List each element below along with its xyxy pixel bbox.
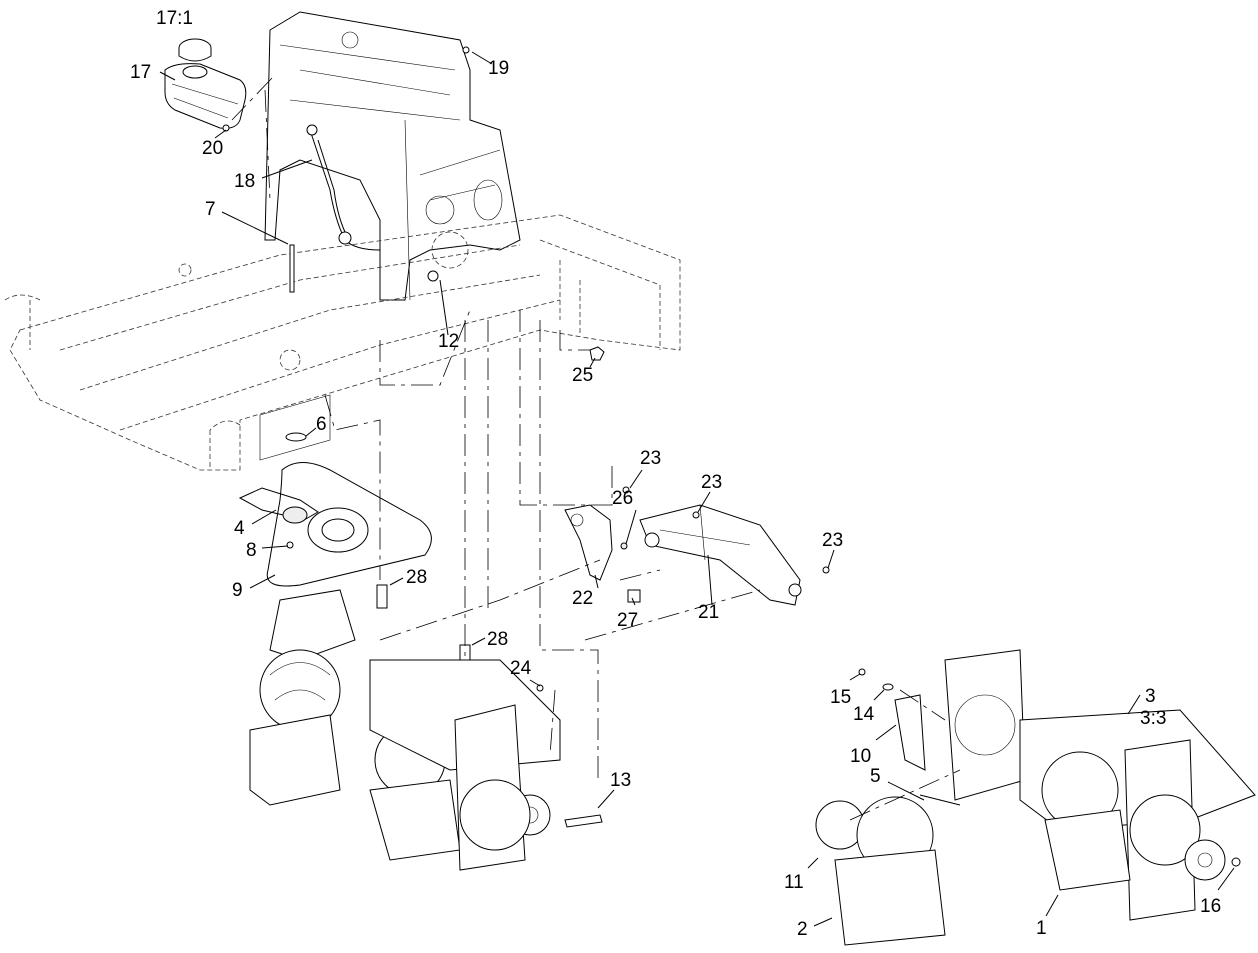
- transmission-pump-2: [815, 796, 946, 946]
- callout-22: 22: [572, 588, 593, 609]
- callout-19: 19: [488, 58, 509, 79]
- screw-23a: [622, 486, 630, 494]
- callout-14: 14: [853, 704, 875, 725]
- callout-4: 4: [234, 518, 245, 539]
- bolt-7: [289, 244, 295, 293]
- nut-27: [627, 589, 641, 603]
- callout-11: 11: [784, 872, 804, 893]
- pump-bracket: [564, 504, 613, 581]
- leader-lines: [159, 51, 1235, 927]
- chassis-frame: [4, 214, 681, 471]
- fitting-28a: [376, 584, 388, 609]
- callout-3: 3: [1145, 686, 1156, 707]
- callout-labels: 17:1 17 19 20 18 7 12 25 6 4 8 9 28 28 2…: [130, 8, 1221, 940]
- seat-support-tower: [264, 11, 521, 301]
- screw-19: [462, 46, 470, 54]
- bracket-10: [894, 694, 926, 771]
- callout-6: 6: [316, 414, 327, 435]
- fastener-24: [536, 684, 544, 692]
- washer-6: [285, 432, 307, 442]
- washer-14: [882, 683, 894, 691]
- callout-12: 12: [438, 331, 459, 352]
- callout-23a: 23: [640, 448, 661, 469]
- callout-24: 24: [510, 658, 532, 679]
- bolt-13: [564, 814, 603, 828]
- callout-2: 2: [797, 919, 808, 940]
- callout-7: 7: [205, 199, 216, 220]
- reservoir-cap: [178, 38, 212, 62]
- callout-15: 15: [830, 687, 851, 708]
- callout-21: 21: [698, 602, 719, 623]
- drive-belt: [266, 462, 432, 587]
- nut-25: [589, 346, 605, 361]
- callout-13: 13: [610, 770, 631, 791]
- transmission-assembly-left: [249, 589, 561, 871]
- callout-28b: 28: [487, 629, 508, 650]
- callout-17-1: 17:1: [156, 8, 193, 29]
- callout-23c: 23: [822, 530, 843, 551]
- callout-26: 26: [612, 488, 633, 509]
- callout-5: 5: [870, 766, 881, 787]
- callout-1: 1: [1036, 918, 1047, 939]
- callout-25: 25: [572, 365, 593, 386]
- hydraulic-reservoir: [164, 63, 247, 129]
- callout-27: 27: [617, 610, 638, 631]
- callout-8: 8: [246, 540, 257, 561]
- fastener-20: [222, 124, 230, 132]
- callout-17: 17: [130, 62, 151, 83]
- callout-20: 20: [202, 138, 223, 159]
- screw-15: [858, 668, 866, 676]
- fastener-12: [427, 270, 439, 282]
- transmission-assembly-right: [894, 649, 1256, 921]
- callout-10: 10: [850, 746, 871, 767]
- callout-18: 18: [234, 171, 255, 192]
- fastener-26: [620, 542, 628, 550]
- nut-16: [1231, 857, 1241, 867]
- centerlines: [231, 77, 961, 821]
- hydraulic-hose: [306, 124, 381, 251]
- callout-9: 9: [232, 580, 243, 601]
- belt-cover: [639, 504, 802, 606]
- callout-16: 16: [1200, 896, 1221, 917]
- callout-23b: 23: [701, 472, 722, 493]
- callout-28a: 28: [406, 567, 427, 588]
- screw-23c: [822, 566, 830, 574]
- screw-23b: [692, 511, 700, 519]
- callout-3-3: 3:3: [1140, 708, 1166, 729]
- spring-5: [919, 794, 961, 806]
